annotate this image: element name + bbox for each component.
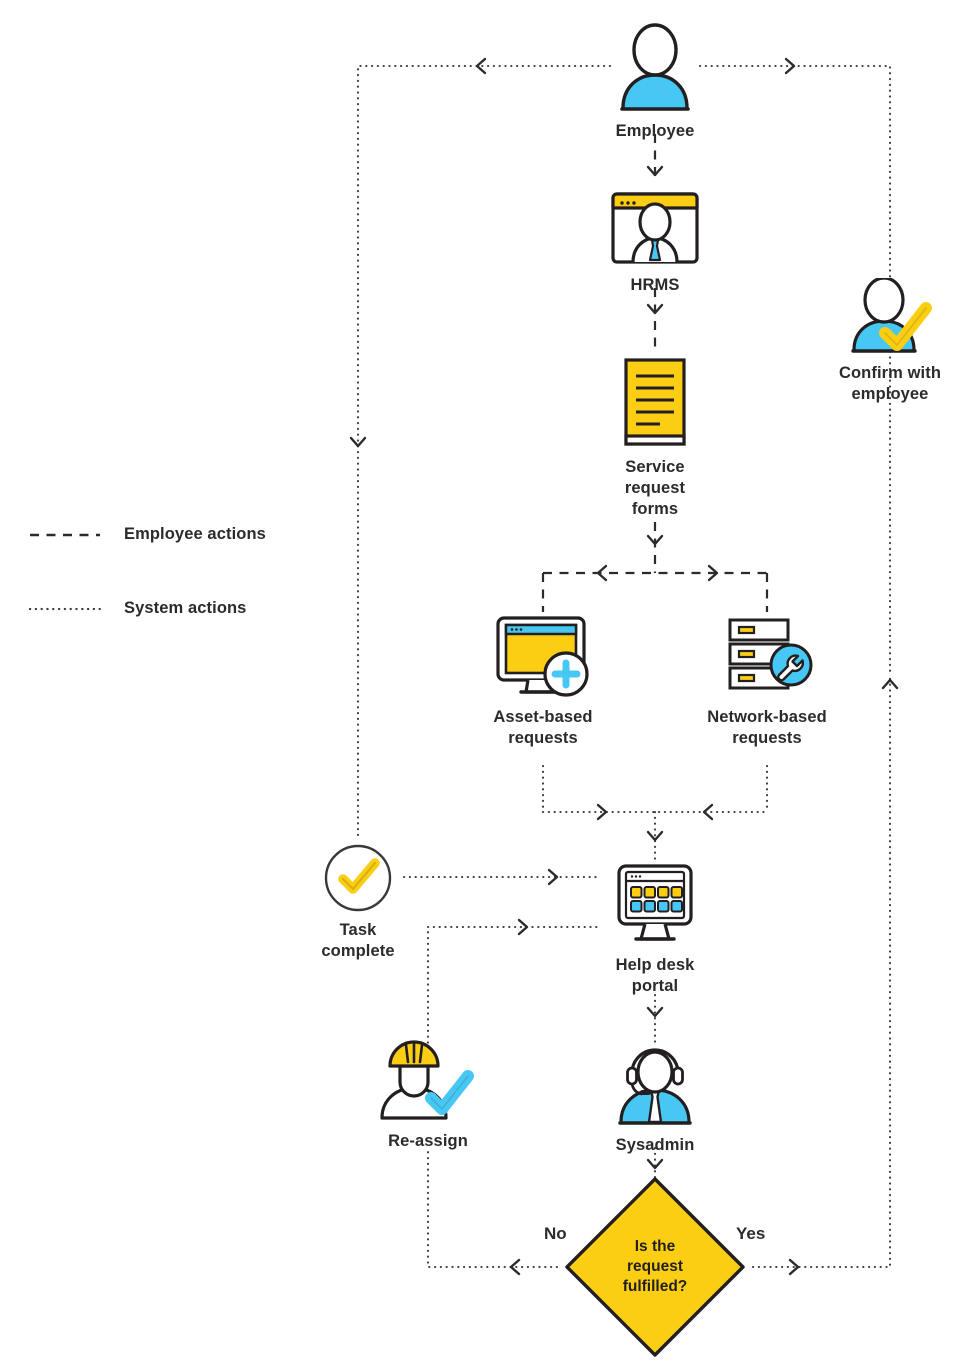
wire-forms-to-request-types — [541, 522, 769, 612]
branch-label-no: No — [544, 1224, 567, 1243]
monitor-plus-icon — [496, 616, 589, 697]
legend-label-employee-actions: Employee actions — [124, 525, 266, 543]
node-label-employee: Employee — [615, 122, 695, 140]
monitor-dashboard-icon — [617, 864, 693, 941]
node-task-complete[interactable]: Task complete — [288, 843, 428, 962]
node-label-confirm-with-employee: Confirm with employee — [838, 364, 942, 404]
wire-task-complete-to-help-desk — [402, 868, 602, 886]
server-wrench-icon — [728, 618, 813, 690]
wire-hrms-to-service-request-forms — [646, 288, 664, 348]
decision-label: Is the request fulfilled? — [622, 1237, 688, 1296]
node-help-desk-portal[interactable]: Help desk portal — [585, 862, 725, 997]
wire-help-desk-to-sysadmin — [646, 993, 664, 1045]
node-label-asset-based-requests: Asset-based requests — [493, 708, 593, 748]
person-check-icon — [851, 278, 932, 353]
legend-item-system-actions: System actions — [28, 599, 246, 618]
check-circle-icon — [324, 844, 392, 912]
diamond-shape-icon — [565, 1177, 745, 1357]
wire-reassign-to-help-desk — [426, 918, 602, 936]
browser-person-icon — [611, 192, 699, 264]
node-employee[interactable]: Employee — [585, 22, 725, 142]
node-label-service-request-forms: Service request forms — [624, 458, 686, 519]
decision-is-request-fulfilled[interactable]: Is the request fulfilled? — [557, 1169, 753, 1365]
node-asset-based-requests[interactable]: Asset-based requests — [463, 612, 623, 749]
hardhat-person-check-icon — [380, 1040, 474, 1120]
node-label-sysadmin: Sysadmin — [615, 1136, 695, 1154]
node-service-request-forms[interactable]: Service request forms — [585, 354, 725, 520]
headset-person-icon — [618, 1048, 692, 1125]
node-hrms[interactable]: HRMS — [585, 188, 725, 296]
legend-label-system-actions: System actions — [124, 599, 247, 617]
node-label-hrms: HRMS — [630, 276, 680, 294]
node-label-re-assign: Re-assign — [388, 1132, 468, 1150]
document-form-icon — [624, 358, 686, 446]
wire-decision-yes-to-confirm — [751, 674, 899, 1276]
wire-request-types-to-help-desk — [541, 764, 769, 864]
node-label-help-desk-portal: Help desk portal — [615, 956, 695, 996]
node-label-network-based-requests: Network-based requests — [707, 708, 827, 748]
node-label-task-complete: Task complete — [321, 921, 395, 961]
dotted-line-icon — [28, 607, 102, 610]
branch-label-yes: Yes — [736, 1224, 766, 1243]
legend-item-employee-actions: Employee actions — [28, 525, 266, 544]
node-re-assign[interactable]: Re-assign — [358, 1040, 498, 1152]
node-network-based-requests[interactable]: Network-based requests — [687, 612, 847, 749]
node-confirm-with-employee[interactable]: Confirm with employee — [820, 278, 960, 405]
person-icon — [620, 23, 690, 111]
node-sysadmin[interactable]: Sysadmin — [585, 1040, 725, 1156]
dashed-line-icon — [30, 533, 100, 536]
